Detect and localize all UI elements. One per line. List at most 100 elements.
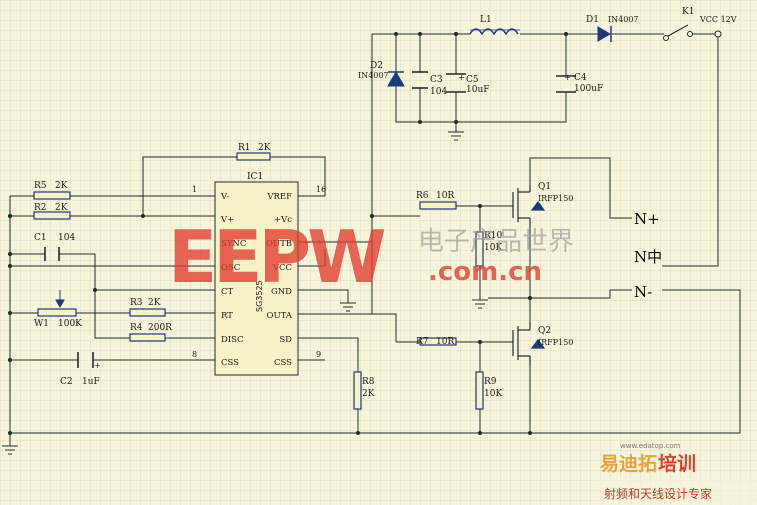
ic-pin-v-minus: V- <box>220 192 229 202</box>
potentiometer-w1 <box>37 308 77 317</box>
label-r2-ref: R2 <box>34 203 47 213</box>
ground-symbols <box>2 131 488 455</box>
ic-pin-ct: CT <box>221 287 234 297</box>
ic-pin-css-right: CSS <box>274 358 292 368</box>
label-d1-val: IN4007 <box>608 15 639 24</box>
label-d2-ref: D2 <box>370 61 383 71</box>
label-vcc: VCC 12V <box>699 15 737 24</box>
ic-pin-number-9: 9 <box>316 350 321 359</box>
ic-sg3525: IC1 SG3525 V- V+ SYNC OSC CT RT DISC CSS… <box>192 172 326 376</box>
watermark-url: .com.cn <box>428 257 542 287</box>
ic-pin-gnd: GND <box>271 287 292 297</box>
label-w1-val: 100K <box>58 319 82 329</box>
label-r4-val: 200R <box>148 323 172 333</box>
ic-pin-rt: RT <box>221 311 233 321</box>
label-r10-val: 10K <box>484 243 502 253</box>
ic-pin-disc: DISC <box>221 335 244 345</box>
ic-pin-osc: OSC <box>221 263 240 273</box>
component-labels: R1 2K R5 2K R2 2K C1 104 W1 100K R3 2K R… <box>34 7 737 399</box>
junctions <box>8 32 568 435</box>
ic-pin-css-left: CSS <box>221 358 239 368</box>
label-c5-val: 10uF <box>466 85 490 95</box>
label-r9-val: 10K <box>484 389 502 399</box>
label-r5-val: 2K <box>55 181 68 191</box>
ic-pin-vc: +Vc <box>274 215 292 225</box>
ic-pin-number-8: 8 <box>192 350 197 359</box>
label-r4-ref: R4 <box>130 323 143 333</box>
output-terminals: N+ N中 N- <box>634 210 662 301</box>
svg-text:+: + <box>458 73 465 82</box>
label-c4-val: 100uF <box>574 84 603 94</box>
logo-url: www.edatop.com <box>620 442 681 450</box>
logo-part2: 培训 <box>658 452 696 475</box>
ic-pin-outa: OUTA <box>267 311 293 321</box>
diode-d1 <box>597 26 612 42</box>
eepw-watermark: EEPW 电子产品世界 .com.cn <box>168 215 574 299</box>
ic-pin-outb: OUTB <box>266 239 292 249</box>
resistor-r7 <box>419 337 457 346</box>
label-r8-val: 2K <box>362 389 375 399</box>
label-c1-val: 104 <box>58 233 75 243</box>
logo-subtitle: 射频和天线设计专家 <box>604 486 712 501</box>
resistor-r5 <box>33 191 71 200</box>
label-r6-ref: R6 <box>416 191 429 201</box>
label-d2-val: IN4007 <box>358 71 389 80</box>
label-r8-ref: R8 <box>362 377 375 387</box>
terminal-n-mid: N中 <box>634 248 662 266</box>
label-q2-ref: Q2 <box>538 326 551 336</box>
label-d1-ref: D1 <box>586 15 599 25</box>
resistor-r3 <box>129 308 166 317</box>
resistor-r8 <box>353 371 362 410</box>
label-c3-val: 104 <box>430 87 447 97</box>
ic-pin-v-plus: V+ <box>220 215 234 225</box>
ic-part-label: SG3525 <box>255 280 264 312</box>
w1-wiper-arrow <box>55 290 65 309</box>
label-c2-ref: C2 <box>60 377 73 387</box>
label-w1-ref: W1 <box>34 319 49 329</box>
resistor-r2 <box>33 211 71 220</box>
label-l1-ref: L1 <box>480 15 492 25</box>
label-r7-val: 10R <box>436 337 454 347</box>
label-c2-val: 1uF <box>82 377 100 387</box>
label-r1-ref: R1 <box>238 143 251 153</box>
watermark-cn-text: 电子产品世界 <box>418 227 574 257</box>
ic-ref-label: IC1 <box>247 172 263 182</box>
label-c4-ref: C4 <box>574 73 587 83</box>
ic-pin-vref: VREF <box>266 192 292 202</box>
label-r7-ref: R7 <box>416 337 429 347</box>
resistor-r4 <box>129 333 166 342</box>
ic-pin-number-1: 1 <box>192 185 197 194</box>
label-k1-ref: K1 <box>682 7 694 17</box>
terminal-n-plus: N+ <box>634 210 660 228</box>
label-r6-val: 10R <box>436 191 454 201</box>
svg-text:+: + <box>564 73 571 82</box>
label-r3-ref: R3 <box>130 298 143 308</box>
resistor-r6 <box>419 201 457 210</box>
label-r1-val: 2K <box>258 143 271 153</box>
edatop-logo: www.edatop.com 易迪拓 培训 射频和天线设计专家 <box>598 442 757 505</box>
label-r5-ref: R5 <box>34 181 47 191</box>
resistor-r10 <box>475 231 484 267</box>
terminal-n-minus: N- <box>634 283 652 301</box>
label-c1-ref: C1 <box>34 233 47 243</box>
ic-pin-sd: SD <box>279 335 292 345</box>
diode-d2 <box>387 70 405 87</box>
label-r9-ref: R9 <box>484 377 497 387</box>
label-c3-ref: C3 <box>430 75 443 85</box>
watermark-eepw: EEPW <box>168 215 385 299</box>
label-q2-val: IRFP150 <box>538 338 573 347</box>
mosfet-q1 <box>512 185 546 228</box>
wires <box>9 33 741 446</box>
label-c5-ref: C5 <box>466 75 479 85</box>
label-q1-ref: Q1 <box>538 182 551 192</box>
ic-pin-sync: SYNC <box>221 239 246 249</box>
svg-text:+: + <box>94 361 101 370</box>
polarity-marks: + + + <box>94 73 571 370</box>
ic-pin-number-16: 16 <box>316 185 326 194</box>
resistor-r9 <box>475 371 484 410</box>
label-r3-val: 2K <box>148 298 161 308</box>
label-r10-ref: R10 <box>484 231 503 241</box>
mosfet-q2 <box>512 322 546 365</box>
